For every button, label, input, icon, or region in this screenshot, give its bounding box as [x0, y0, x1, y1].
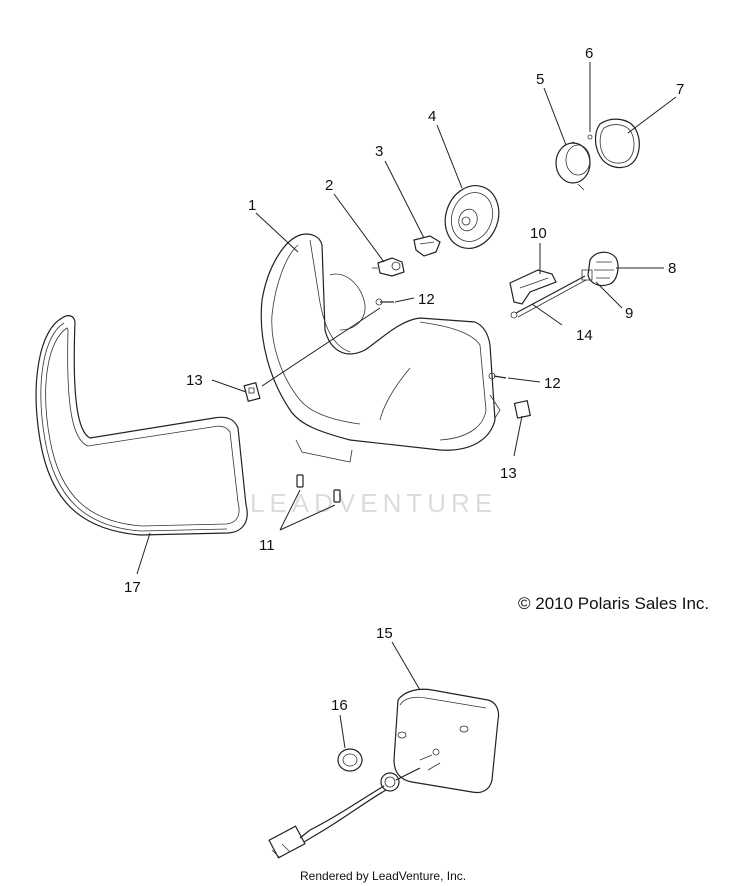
callout-14: 14: [576, 327, 593, 344]
callout-11: 11: [259, 537, 275, 554]
callout-9: 9: [625, 305, 633, 322]
part-adjuster-rod: [510, 275, 587, 319]
callout-2: 2: [325, 177, 333, 194]
callout-12-lower: 12: [544, 375, 561, 392]
part-fastener-b: [333, 489, 341, 503]
part-reflector: [444, 185, 500, 249]
callout-4: 4: [428, 108, 436, 125]
part-clip-left: [243, 381, 261, 403]
callout-13-right: 13: [500, 465, 517, 482]
callout-7: 7: [676, 81, 684, 98]
callout-10: 10: [530, 225, 547, 242]
callout-5: 5: [536, 71, 544, 88]
callout-labels: 1 2 3 4 5 6 7 8 9 10 11 12 12 13 13 14 1…: [124, 45, 684, 714]
part-pin: [587, 134, 593, 140]
callout-3: 3: [375, 143, 383, 160]
part-lamp-cap: [555, 141, 591, 191]
render-credit: Rendered by LeadVenture, Inc.: [300, 869, 466, 883]
part-gasket-seal: [35, 315, 248, 536]
callout-12-upper: 12: [418, 291, 435, 308]
part-screw-lower: [488, 372, 507, 380]
callout-17: 17: [124, 579, 141, 596]
part-bulb: [372, 257, 405, 277]
part-bracket: [509, 269, 557, 305]
part-fastener-a: [296, 474, 304, 488]
part-retaining-clip: [413, 235, 441, 257]
callout-13-left: 13: [186, 372, 203, 389]
part-screw-upper: [375, 298, 394, 306]
part-adjuster-knob: [581, 251, 619, 287]
part-clip-right: [513, 400, 532, 419]
callout-15: 15: [376, 625, 393, 642]
part-headlight-housing: [260, 233, 501, 463]
callout-1: 1: [248, 197, 256, 214]
callout-16: 16: [331, 697, 348, 714]
part-lamp-module: [393, 688, 500, 794]
part-wire-harness: [268, 767, 421, 859]
part-cover-gasket: [594, 118, 640, 169]
callout-8: 8: [668, 260, 676, 277]
copyright-notice: © 2010 Polaris Sales Inc.: [518, 594, 709, 613]
leader-lines: [136, 62, 677, 749]
watermark: LEADVENTURE: [250, 488, 497, 518]
callout-6: 6: [585, 45, 593, 62]
part-grommet: [337, 748, 363, 772]
